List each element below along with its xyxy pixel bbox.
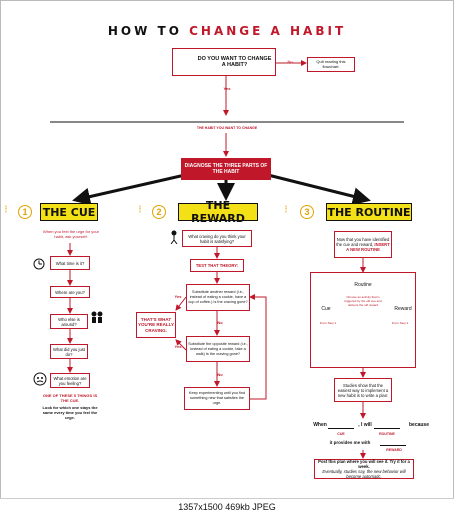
cue-intro: When you feel the urge for your habit, a…: [42, 229, 100, 239]
reward-sub1-box: Substitute another reward (i.e., instead…: [186, 284, 250, 311]
plan-provides: it provides me with: [329, 440, 371, 445]
routine-loop-box: [310, 272, 416, 368]
loop-choose: Choose an activity that is triggered by …: [344, 295, 382, 307]
cue-q4-box: What did you just do?: [50, 344, 88, 359]
plan-reward-label: REWARD: [386, 448, 402, 452]
step-1-circle: 1: [18, 205, 32, 219]
plan-iwill: , I will: [358, 422, 372, 428]
diagnose-box: DIAGNOSE THE THREE PARTS OF THE HABIT: [181, 158, 271, 180]
reward-sub2-box: Substitute the opposite reward (i.e., in…: [186, 336, 250, 362]
cue-q2: Where are you?: [55, 289, 85, 295]
label-yes: Yes: [174, 344, 182, 349]
craving-text: THAT'S WHAT YOU'RE REALLY CRAVING.: [138, 316, 174, 333]
reward-intro-box: What craving do you think your habit is …: [182, 230, 252, 247]
label-yes: Yes: [174, 294, 182, 299]
title-word: HOW TO: [107, 24, 182, 38]
plan-blank: [328, 426, 354, 429]
step-word: STEP: [283, 205, 288, 213]
step-number: 3: [304, 207, 310, 217]
step-banner-routine: THE ROUTINE: [326, 203, 412, 221]
loop-from1: From Step 1: [319, 321, 337, 325]
routine-intro-box: Now that you have identified the cue and…: [334, 231, 392, 258]
face-icon: [33, 372, 47, 386]
cue-q2-box: Where are you?: [50, 286, 90, 298]
quit-box: Quit reading this flowchart.: [307, 57, 355, 72]
loop-from2: From Step 2: [391, 321, 409, 325]
reward-keep-box: Keep experimenting until you find someth…: [184, 387, 250, 410]
start-question: DO YOU WANT TO CHANGE A HABIT?: [197, 55, 272, 69]
step-word: STEP: [137, 205, 142, 213]
plan-routine-label: ROUTINE: [379, 432, 395, 436]
step-number: 1: [22, 207, 28, 217]
loop-cue: Cue: [321, 306, 331, 312]
reward-sub1: Substitute another reward (i.e., instead…: [188, 290, 248, 304]
footer-text: 1357x1500 469kb JPEG: [178, 502, 276, 512]
quit-text: Quit reading this flowchart.: [316, 59, 346, 69]
cue-note2: Look for which one stays the same every …: [42, 405, 98, 420]
habit-line-label: THE HABIT YOU WANT TO CHANGE: [196, 126, 258, 130]
step-label: THE REWARD: [191, 199, 245, 225]
routine-intro: Now that you have identified the cue and…: [336, 237, 390, 247]
page-title: HOW TO CHANGE A HABIT: [0, 24, 454, 38]
reward-test-box: TEST THAT THEORY:: [190, 259, 244, 272]
cue-q1-box: What time is it?: [50, 256, 90, 270]
cue-q4: What did you just do?: [52, 346, 86, 357]
routine-post: Post this plan where you will see it. Tr…: [318, 459, 410, 469]
step-3-circle: 3: [300, 205, 314, 219]
person-thinking-icon: [168, 230, 180, 245]
title-word: A: [270, 24, 283, 38]
cue-note1: ONE OF THESE 5 THINGS IS THE CUE.: [42, 393, 98, 403]
cue-q3: Who else is around?: [58, 316, 80, 327]
title-word: HABIT: [290, 24, 347, 38]
loop-reward: Reward: [394, 306, 412, 312]
label-no: No: [287, 59, 293, 64]
label-no: No: [217, 320, 223, 325]
start-question-box: DO YOU WANT TO CHANGE A HABIT?: [172, 48, 276, 76]
cue-q5-box: What emotion are you feeling?: [50, 373, 90, 388]
image-info-footer: 1357x1500 469kb JPEG: [0, 498, 454, 515]
plan-blank: [374, 426, 400, 429]
routine-studies: Studies show that the easiest way to imp…: [337, 382, 389, 398]
routine-insert: INSERT A NEW ROUTINE: [346, 242, 390, 252]
plan-because: because: [408, 422, 429, 428]
step-banner-reward: THE REWARD: [178, 199, 258, 225]
reward-test: TEST THAT THEORY:: [195, 263, 239, 268]
people-icon: [89, 310, 105, 326]
step-2-circle: 2: [152, 205, 166, 219]
step-word: STEP: [3, 205, 8, 213]
title-word: CHANGE: [189, 24, 264, 38]
plan-blank: [380, 443, 406, 446]
reward-keep: Keep experimenting until you find someth…: [188, 391, 246, 405]
diagnose-text: DIAGNOSE THE THREE PARTS OF THE HABIT: [184, 163, 268, 175]
reward-sub2: Substitute the opposite reward (i.e., in…: [188, 341, 248, 356]
cue-q1: What time is it?: [55, 260, 85, 266]
step-number: 2: [156, 207, 162, 217]
clock-icon: [33, 257, 45, 270]
loop-routine: Routine: [354, 282, 372, 288]
step-label: THE CUE: [42, 205, 96, 219]
arrow-to-routine: [267, 173, 371, 206]
label-yes: Yes: [223, 86, 231, 91]
plan-cue-label: CUE: [337, 432, 345, 436]
routine-studies-box: Studies show that the easiest way to imp…: [334, 378, 392, 402]
label-no: No: [217, 372, 223, 377]
cue-q5: What emotion are you feeling?: [53, 375, 87, 386]
step-banner-cue: THE CUE: [40, 203, 98, 221]
routine-eventually: Eventually, studies say, the new behavio…: [322, 469, 406, 479]
arrow-to-cue: [72, 173, 186, 206]
routine-post-box: Post this plan where you will see it. Tr…: [314, 459, 414, 479]
craving-box: THAT'S WHAT YOU'RE REALLY CRAVING.: [136, 312, 176, 338]
plan-when: When: [313, 422, 327, 428]
step-label: THE ROUTINE: [327, 205, 411, 219]
cue-q3-box: Who else is around?: [50, 314, 88, 329]
reward-intro: What craving do you think your habit is …: [188, 233, 246, 244]
